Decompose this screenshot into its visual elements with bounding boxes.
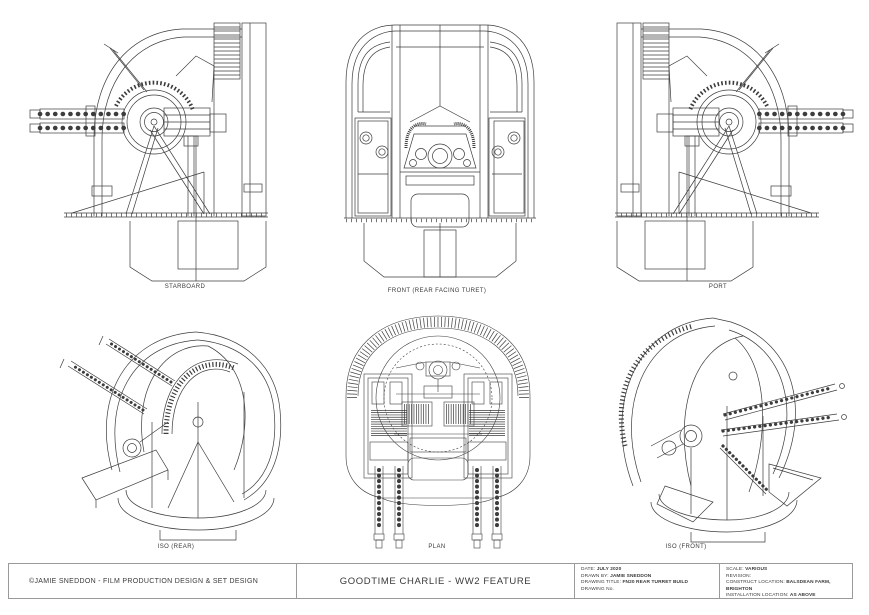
label-iso-front: ISO (FRONT) (665, 544, 707, 550)
label-starboard: STARBOARD (164, 284, 206, 290)
info-drawn-by: DRAWN BY: JAMIE SNEDDON (581, 573, 652, 579)
info-installation-location: INSTALLATION LOCATION: AS ABOVE (726, 593, 816, 599)
front-drawing (344, 24, 536, 278)
label-port: PORT (708, 284, 728, 290)
drawing-info: DATE: JULY 2020 DRAWN BY: JAMIE SNEDDON … (574, 564, 719, 598)
view-port (583, 14, 855, 284)
title-block: ©JAMIE SNEDDON - FILM PRODUCTION DESIGN … (8, 563, 853, 599)
view-iso-front (573, 296, 855, 546)
starboard-drawing (28, 14, 300, 284)
view-plan (338, 306, 538, 551)
iso-rear-drawing (59, 331, 282, 541)
project-title: GOODTIME CHARLIE - WW2 FEATURE (296, 564, 574, 598)
plan-drawing (345, 315, 531, 549)
info-drawing-title: DRAWING TITLE: FN20 REAR TURRET BUILD (581, 580, 689, 586)
info-construct-location: CONSTRUCT LOCATION: BALSDEAN FARM, BRIGH… (726, 580, 831, 592)
view-iso-rear (48, 302, 310, 542)
location-info: SCALE: VARIOUS REVISION: CONSTRUCT LOCAT… (719, 564, 852, 598)
label-plan: PLAN (428, 544, 446, 550)
label-front: FRONT (REAR FACING TURET) (387, 288, 487, 294)
info-revision: REVISION: (726, 573, 752, 579)
copyright-text: ©JAMIE SNEDDON - FILM PRODUCTION DESIGN … (29, 577, 259, 585)
view-starboard (28, 14, 300, 284)
info-drawing-no: DRAWING No. (581, 586, 614, 592)
label-iso-rear: ISO (REAR) (157, 544, 195, 550)
view-front (330, 14, 550, 286)
info-scale: SCALE: VARIOUS (726, 567, 768, 572)
port-drawing (583, 14, 855, 284)
info-date: DATE: JULY 2020 (581, 567, 622, 572)
iso-front-drawing (618, 317, 847, 543)
